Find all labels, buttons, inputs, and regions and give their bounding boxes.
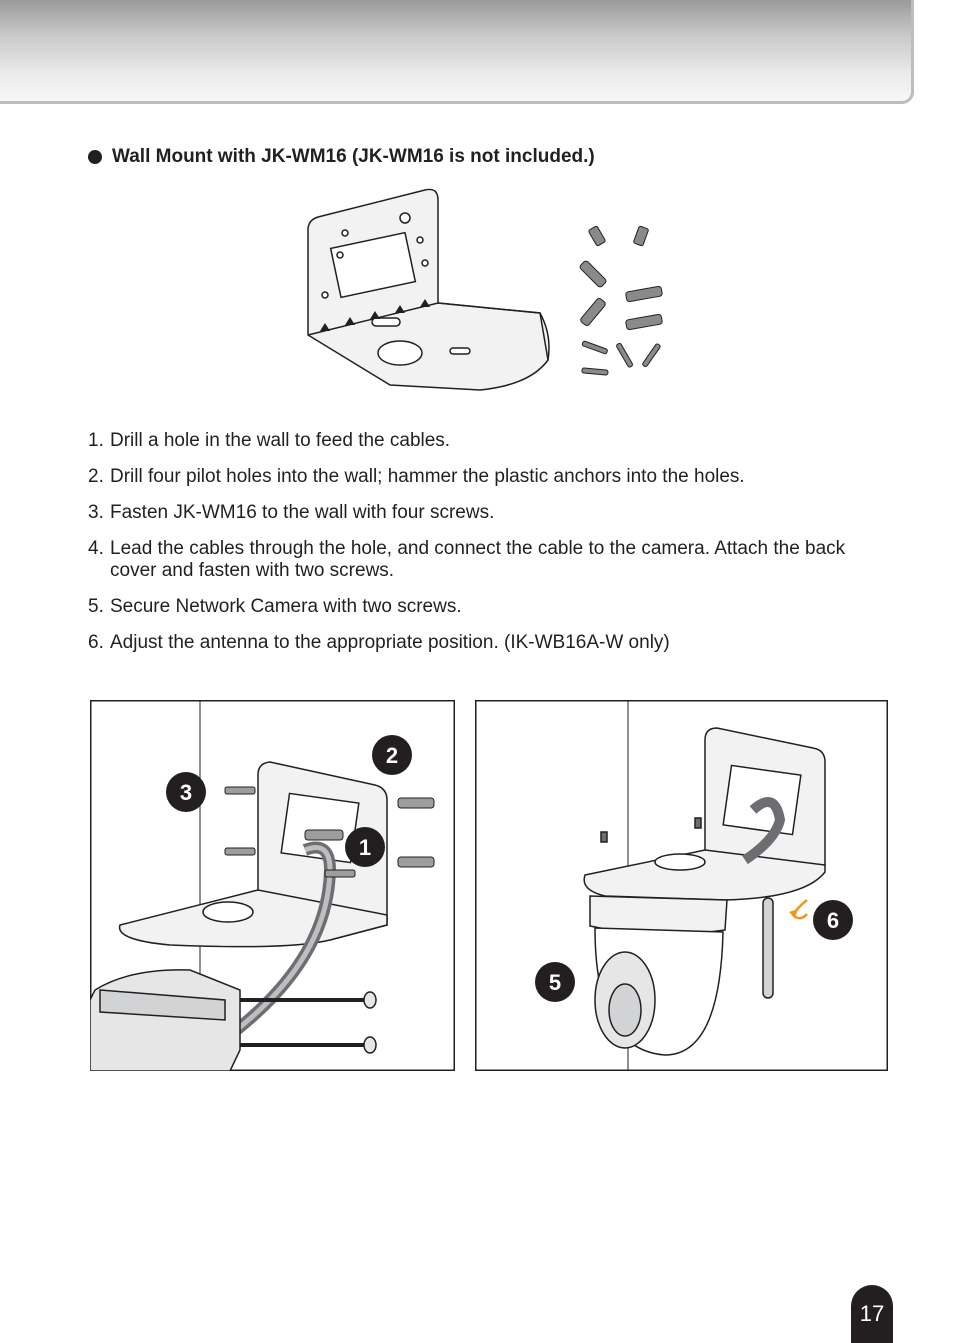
step-item: 3. Fasten JK-WM16 to the wall with four …	[88, 502, 888, 524]
step-number: 6.	[88, 632, 104, 653]
callout-badge: 6	[813, 900, 853, 940]
step-item: 2. Drill four pilot holes into the wall;…	[88, 466, 888, 488]
step-number: 4.	[88, 538, 104, 559]
install-figure-left: 3 2 1	[90, 700, 455, 1071]
step-text: Drill four pilot holes into the wall; ha…	[110, 466, 745, 487]
camera-base	[90, 969, 377, 1071]
step-number: 2.	[88, 466, 104, 487]
section-title: Wall Mount with JK-WM16 (JK-WM16 is not …	[88, 146, 595, 168]
callout-number: 5	[549, 970, 561, 995]
step-text: Fasten JK-WM16 to the wall with four scr…	[110, 502, 495, 523]
step-text: Lead the cables through the hole, and co…	[110, 538, 846, 581]
camera-body	[589, 817, 774, 1056]
step-text: Drill a hole in the wall to feed the cab…	[110, 430, 451, 451]
step-text: Secure Network Camera with two screws.	[110, 596, 462, 617]
header-bar	[0, 0, 914, 104]
step-item: 5. Secure Network Camera with two screws…	[88, 596, 888, 618]
step-number: 1.	[88, 430, 104, 451]
step-number: 3.	[88, 502, 104, 523]
step-number: 5.	[88, 596, 104, 617]
step-item: 1. Drill a hole in the wall to feed the …	[88, 430, 888, 452]
step-item: 6. Adjust the antenna to the appropriate…	[88, 632, 888, 654]
step-text: Adjust the antenna to the appropriate po…	[110, 632, 670, 653]
bracket-parts-illustration	[307, 188, 663, 391]
callout-number: 6	[827, 908, 839, 933]
page-number: 17	[851, 1285, 893, 1343]
step-item: 4. Lead the cables through the hole, and…	[88, 538, 888, 582]
callout-badge: 3	[166, 772, 206, 812]
install-figure-right: 6 5	[475, 700, 888, 1071]
instruction-steps: 1. Drill a hole in the wall to feed the …	[88, 430, 888, 668]
callout-number: 3	[180, 780, 192, 805]
bullet-icon	[88, 150, 102, 164]
callout-badge: 2	[372, 735, 412, 775]
callout-number: 2	[386, 743, 398, 768]
section-title-text: Wall Mount with JK-WM16 (JK-WM16 is not …	[112, 146, 595, 167]
callout-badge: 5	[535, 962, 575, 1002]
callout-number: 1	[359, 835, 371, 860]
callout-badge: 1	[345, 827, 385, 867]
bracket-window	[329, 231, 417, 299]
screws-and-anchors	[579, 225, 663, 376]
